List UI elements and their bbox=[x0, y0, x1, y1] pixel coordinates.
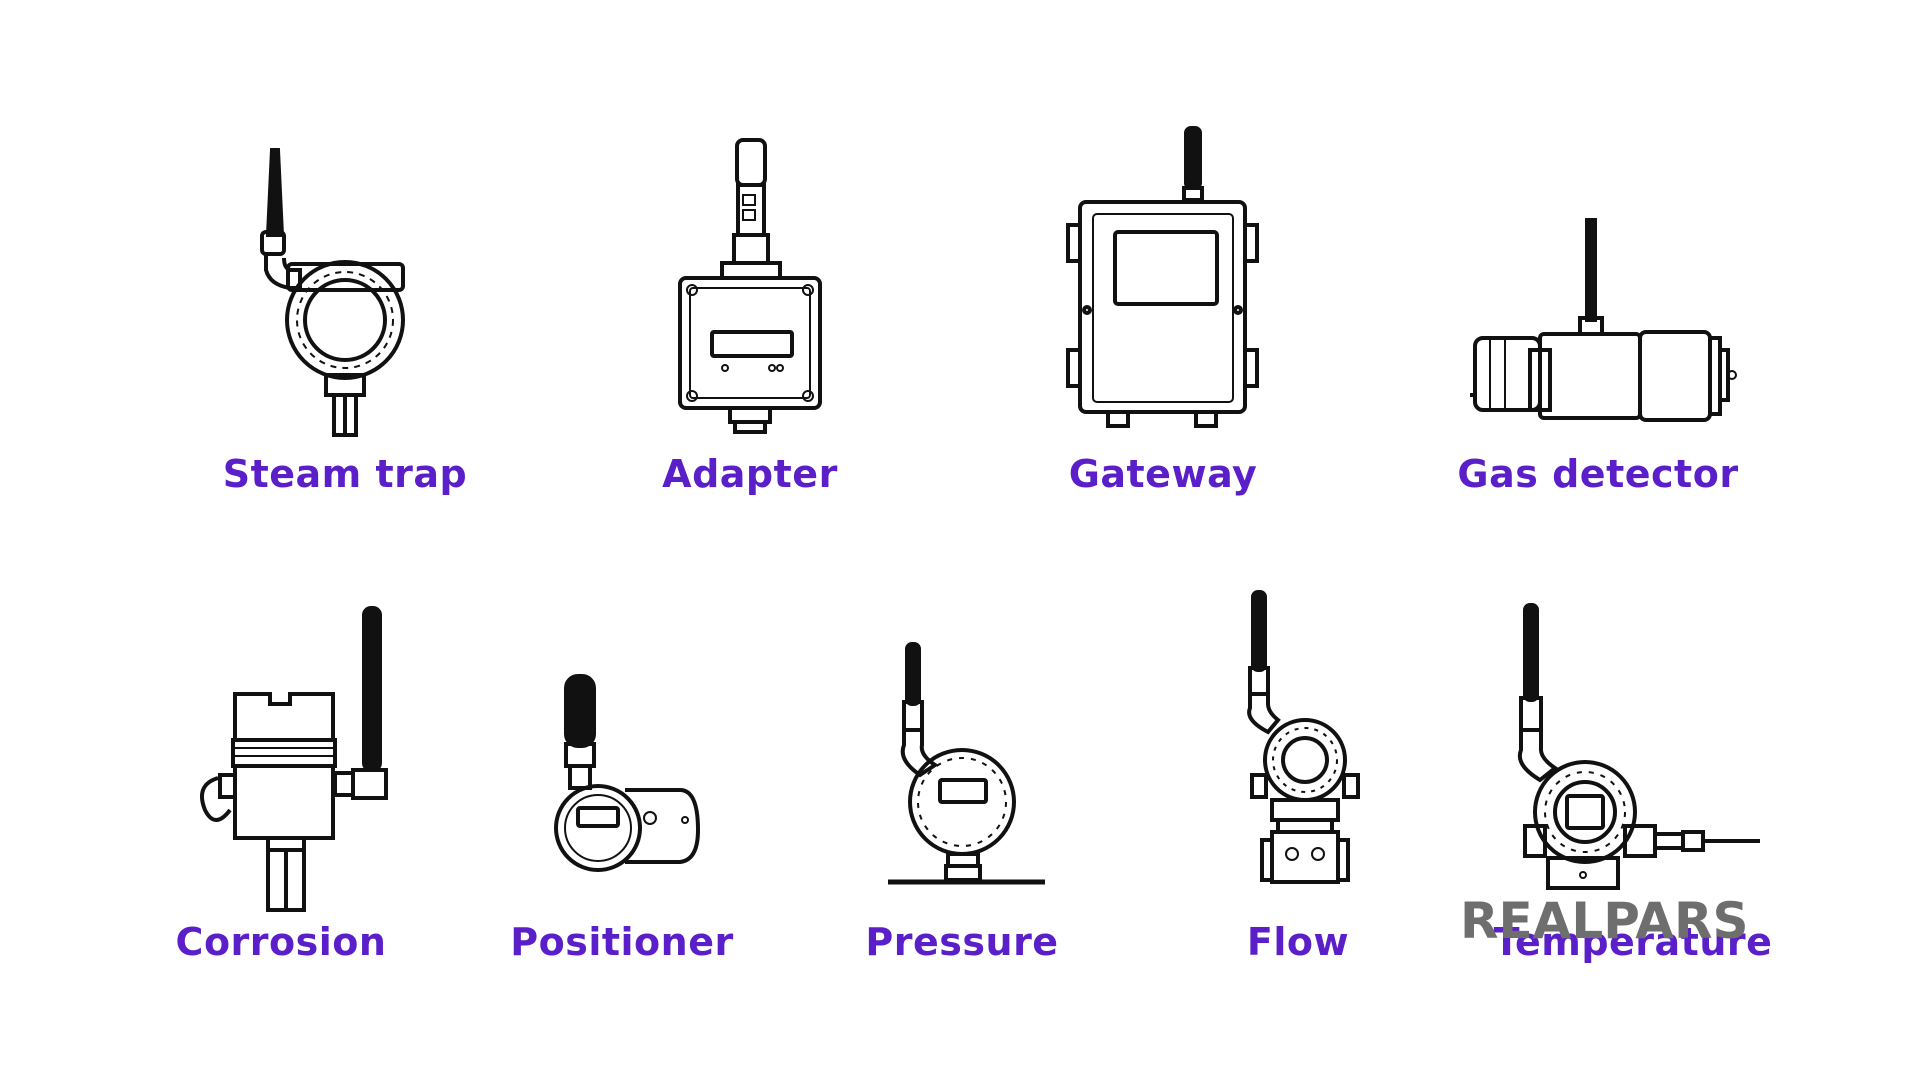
device-label: Positioner bbox=[510, 920, 734, 964]
device-label: Flow bbox=[1246, 920, 1350, 964]
device-label: Gas detector bbox=[1457, 452, 1739, 496]
device-label: Pressure bbox=[865, 920, 1059, 964]
device-label: Steam trap bbox=[222, 452, 468, 496]
device-label: Adapter bbox=[662, 452, 838, 496]
device-label: Corrosion bbox=[175, 920, 387, 964]
device-label: Gateway bbox=[1068, 452, 1258, 496]
realpars-logo: REALPARS bbox=[1460, 892, 1830, 950]
svg-text:REALPARS: REALPARS bbox=[1460, 896, 1748, 944]
device-label: Temperature bbox=[1493, 920, 1773, 964]
